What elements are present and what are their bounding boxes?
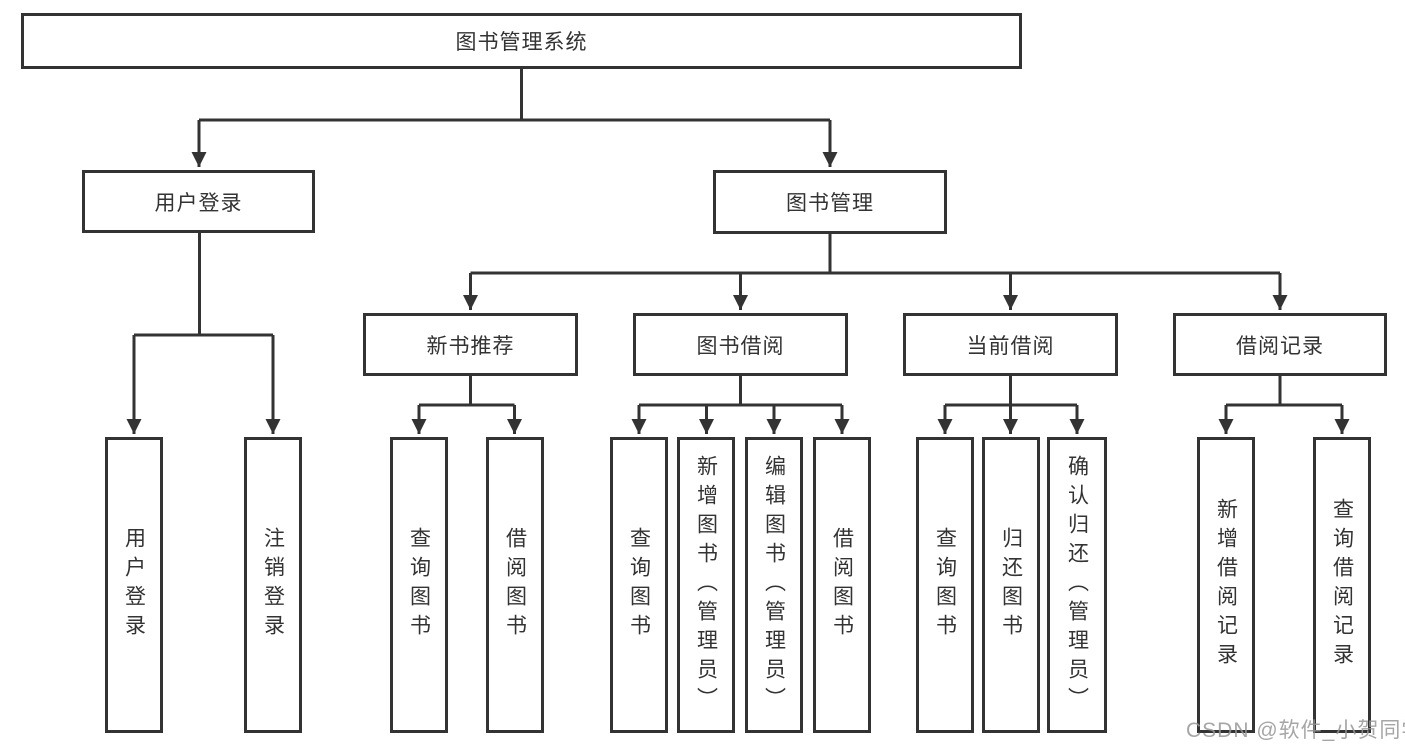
node-label: 当前借阅: [966, 334, 1055, 358]
leaf-borrow-books-borrowing: 借阅图书: [813, 437, 871, 733]
leaf-label: 归还图书: [999, 527, 1023, 643]
leaf-label: 确认归还（管理员）: [1065, 454, 1089, 716]
leaf-label: 编辑图书（管理员）: [762, 454, 786, 716]
node-label: 图书借阅: [696, 334, 785, 358]
leaf-logout: 注销登录: [244, 437, 302, 733]
leaf-label: 注销登录: [261, 527, 285, 643]
leaf-borrow-books-recommend: 借阅图书: [486, 437, 544, 733]
leaf-query-books-recommend: 查询图书: [390, 437, 448, 733]
node-new-book-recommend: 新书推荐: [363, 313, 578, 376]
leaf-label: 查询图书: [933, 527, 957, 643]
node-book-borrowing: 图书借阅: [633, 313, 848, 376]
leaf-label: 新增借阅记录: [1214, 498, 1238, 672]
leaf-user-login: 用户登录: [105, 437, 163, 733]
leaf-query-books-borrowing: 查询图书: [610, 437, 668, 733]
node-user-login: 用户登录: [82, 170, 315, 233]
leaf-label: 借阅图书: [503, 527, 527, 643]
leaf-add-book-admin: 新增图书（管理员）: [677, 437, 735, 733]
watermark: CSDN @软件_小贺同学: [1186, 719, 1405, 742]
leaf-label: 新增图书（管理员）: [694, 454, 718, 716]
leaf-label: 用户登录: [122, 527, 146, 643]
node-label: 用户登录: [154, 191, 243, 215]
node-label: 图书管理系统: [455, 31, 588, 54]
node-borrowing-records: 借阅记录: [1173, 313, 1387, 376]
leaf-label: 借阅图书: [830, 527, 854, 643]
leaf-label: 查询图书: [627, 527, 651, 643]
leaf-query-books-current: 查询图书: [916, 437, 974, 733]
leaf-query-borrow-record: 查询借阅记录: [1313, 437, 1371, 733]
leaf-label: 查询图书: [407, 527, 431, 643]
leaf-add-borrow-record: 新增借阅记录: [1197, 437, 1255, 733]
leaf-confirm-return-admin: 确认归还（管理员）: [1047, 437, 1107, 733]
node-current-borrowing: 当前借阅: [903, 313, 1118, 376]
node-label: 新书推荐: [426, 334, 515, 358]
node-label: 图书管理: [786, 192, 874, 215]
leaf-label: 查询借阅记录: [1330, 498, 1354, 672]
leaf-return-book: 归还图书: [982, 437, 1040, 733]
leaf-edit-book-admin: 编辑图书（管理员）: [745, 437, 803, 733]
node-library-management-system: 图书管理系统: [21, 13, 1022, 69]
node-book-management: 图书管理: [713, 170, 947, 234]
node-label: 借阅记录: [1236, 334, 1324, 358]
